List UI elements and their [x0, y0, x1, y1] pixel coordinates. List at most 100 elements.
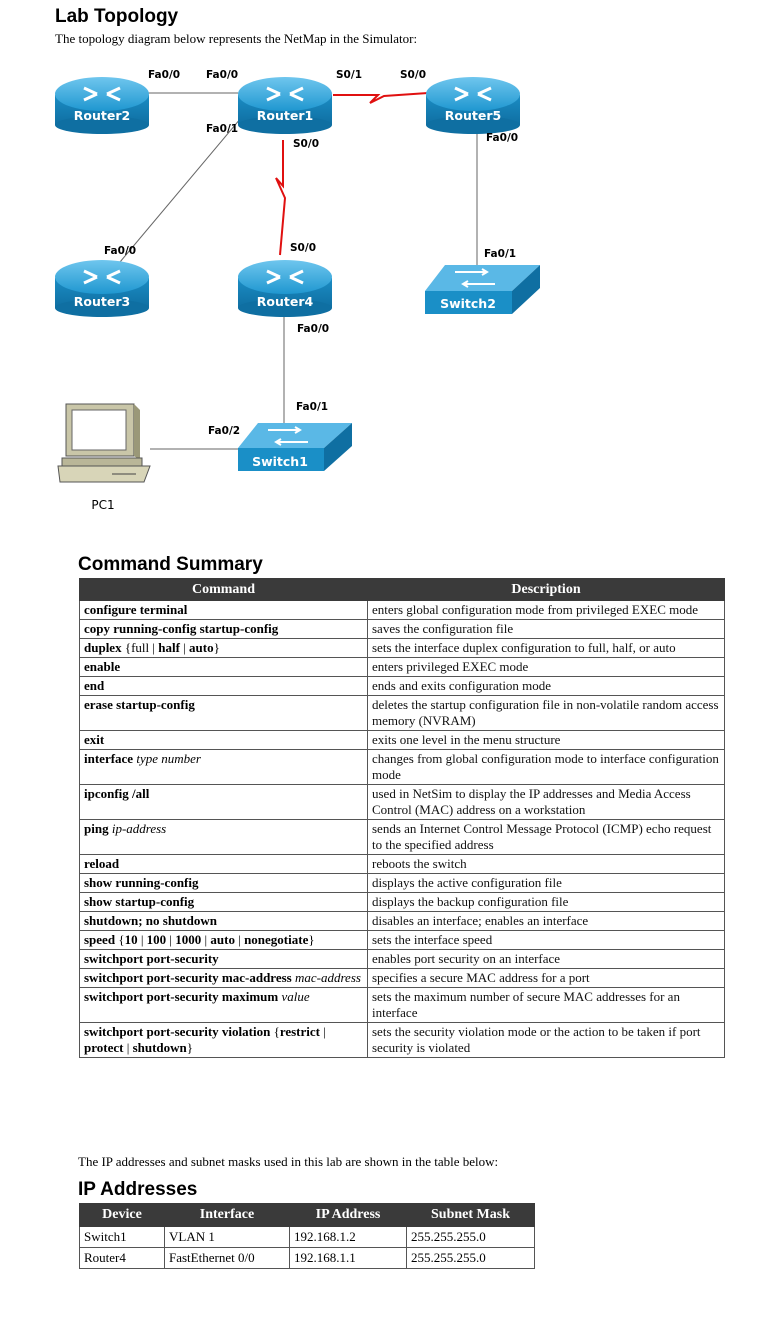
link-r1-r3: [119, 111, 247, 263]
command-cell: enable: [79, 657, 368, 677]
command-cell: reload: [79, 854, 368, 874]
router3-label: Router3: [74, 294, 130, 309]
command-cell: switchport port-security violation {rest…: [79, 1022, 368, 1058]
port-sw1-fa01: Fa0/1: [296, 401, 328, 413]
command-text: speed: [84, 932, 119, 947]
description-cell: displays the active configuration file: [367, 873, 725, 893]
serial-link-r1-r5: [333, 92, 429, 104]
pc1-icon: PC1: [57, 403, 151, 512]
syntax-symbol: }: [213, 640, 220, 655]
command-cell: switchport port-security mac-address mac…: [79, 968, 368, 988]
command-cell: copy running-config startup-config: [79, 619, 368, 639]
lab-topology-intro: The topology diagram below represents th…: [55, 31, 418, 46]
command-keyword: 1000: [175, 932, 205, 947]
switch1-label: Switch1: [252, 454, 308, 469]
command-cell: ipconfig /all: [79, 784, 368, 820]
description-cell: saves the configuration file: [367, 619, 725, 639]
table-row: speed {10 | 100 | 1000 | auto | nonegoti…: [79, 930, 725, 950]
syntax-symbol: |: [238, 932, 245, 947]
command-argument: type number: [136, 751, 201, 766]
router5-label: Router5: [445, 108, 501, 123]
port-r5-fa00: Fa0/0: [486, 132, 518, 144]
port-r3-fa00: Fa0/0: [104, 245, 136, 257]
description-cell: used in NetSim to display the IP address…: [367, 784, 725, 820]
column-header-ip-address: IP Address: [289, 1203, 407, 1227]
command-keyword: auto: [210, 932, 239, 947]
port-r2-fa00: Fa0/0: [148, 69, 180, 81]
command-argument: value: [281, 989, 310, 1004]
description-cell: exits one level in the menu structure: [367, 730, 725, 750]
table-row: switchport port-security violation {rest…: [79, 1022, 725, 1058]
port-r5-s00: S0/0: [400, 69, 426, 81]
port-sw1-fa02: Fa0/2: [208, 425, 240, 437]
command-cell: shutdown; no shutdown: [79, 911, 368, 931]
port-r4-s00: S0/0: [290, 242, 316, 254]
syntax-symbol: |: [204, 932, 211, 947]
table-row: switchport port-security mac-address mac…: [79, 968, 725, 988]
ip-addresses-table: Device Interface IP Address Subnet Mask …: [79, 1203, 535, 1269]
device-cell: Router4: [79, 1247, 165, 1269]
syntax-symbol: |: [152, 640, 159, 655]
description-cell: enters privileged EXEC mode: [367, 657, 725, 677]
syntax-symbol: {: [273, 1024, 280, 1039]
switch1-icon: Switch1: [238, 423, 352, 471]
router4-icon: Router4: [238, 260, 332, 317]
switch2-label: Switch2: [440, 296, 496, 311]
table-header-row: Device Interface IP Address Subnet Mask: [79, 1203, 535, 1227]
syntax-symbol: }: [308, 932, 315, 947]
command-cell: exit: [79, 730, 368, 750]
command-keyword: shutdown: [132, 1040, 187, 1055]
description-cell: specifies a secure MAC address for a por…: [367, 968, 725, 988]
subnet-mask-cell: 255.255.255.0: [406, 1247, 535, 1269]
syntax-symbol: }: [186, 1040, 194, 1055]
command-keyword: restrict: [279, 1024, 324, 1039]
port-r1-s01: S0/1: [336, 69, 362, 81]
ip-address-cell: 192.168.1.1: [289, 1247, 407, 1269]
description-cell: deletes the startup configuration file i…: [367, 695, 725, 731]
command-cell: switchport port-security: [79, 949, 368, 969]
ip-addresses-intro: The IP addresses and subnet masks used i…: [78, 1154, 499, 1169]
description-cell: sends an Internet Control Message Protoc…: [367, 819, 725, 855]
command-text: ping: [84, 821, 109, 836]
switch2-icon: Switch2: [425, 265, 540, 314]
command-keyword: nonegotiate: [244, 932, 309, 947]
ip-addresses-title: IP Addresses: [78, 1179, 198, 1200]
command-text: switchport port-security violation: [84, 1024, 274, 1039]
port-r1-s00: S0/0: [293, 138, 319, 150]
command-text: interface: [84, 751, 134, 766]
table-row: duplex {full | half | auto}sets the inte…: [79, 638, 725, 658]
description-cell: enters global configuration mode from pr…: [367, 600, 725, 620]
description-cell: displays the backup configuration file: [367, 892, 725, 912]
port-r4-fa00: Fa0/0: [297, 323, 329, 335]
description-cell: ends and exits configuration mode: [367, 676, 725, 696]
description-cell: sets the security violation mode or the …: [367, 1022, 725, 1058]
router1-label: Router1: [257, 108, 313, 123]
command-cell: interface type number: [79, 749, 368, 785]
command-cell: end: [79, 676, 368, 696]
syntax-symbol: |: [169, 932, 176, 947]
port-r1-fa01: Fa0/1: [206, 123, 238, 135]
command-keyword: auto: [189, 640, 214, 655]
router3-icon: Router3: [55, 260, 149, 317]
device-cell: Switch1: [79, 1226, 165, 1248]
syntax-symbol: |: [140, 932, 147, 947]
subnet-mask-cell: 255.255.255.0: [406, 1226, 535, 1248]
router2-icon: Router2: [55, 77, 149, 134]
command-cell: ping ip-address: [79, 819, 368, 855]
port-r1-fa00: Fa0/0: [206, 69, 238, 81]
column-header-subnet-mask: Subnet Mask: [406, 1203, 535, 1227]
command-cell: show running-config: [79, 873, 368, 893]
port-sw2-fa01: Fa0/1: [484, 248, 516, 260]
description-cell: sets the interface speed: [367, 930, 725, 950]
